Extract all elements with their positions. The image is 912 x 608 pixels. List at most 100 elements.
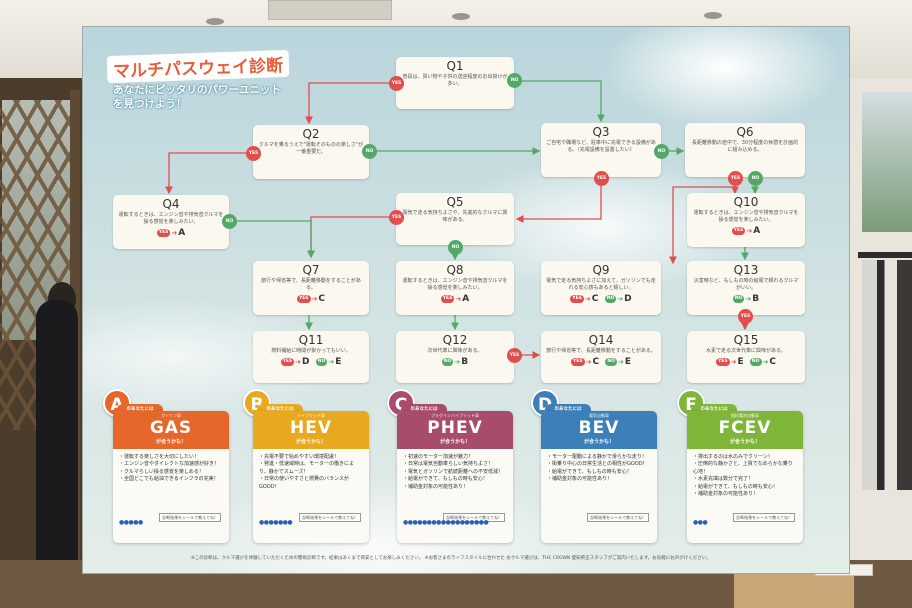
result-point: ・日常は電気自動車らしい気持ちよさ！ [403, 461, 494, 468]
result-point: ・街乗り中心の日常生活との相性がGOOD！ [547, 461, 648, 468]
question-outcome: NO➔B [441, 357, 469, 367]
sticker-label: 診断結果をシールで教えてね！ [733, 513, 795, 522]
result-point: ・電気とガソリンで航続距離への不安低減！ [403, 468, 504, 475]
outcome-letter: D [624, 294, 632, 304]
question-outcome: YES➔C [296, 294, 326, 304]
question-q9: Q9 電気で走る気持ちよさに加えて、ガソリンでも走れる安心感もあると嬉しい。 Y… [541, 261, 661, 315]
result-point: ・圧倒的な静かさと、上質でなめらかな乗り心地！ [693, 461, 793, 475]
yes-pill: YES [731, 226, 746, 235]
no-pill: NO [315, 357, 328, 366]
hanging-clothes [862, 260, 912, 490]
result-point: ・補助金対象の可能性あり！ [403, 483, 469, 490]
result-tag: プラグインハイブリッド車 [431, 413, 479, 418]
question-id: Q4 [162, 197, 180, 211]
outcome-letter: E [737, 357, 744, 367]
result-point: ・全国どこでも給油できるインフラの充実！ [119, 476, 219, 483]
question-q6: Q6 長距離移動の途中で、30分程度の休憩を計画的に組み込める。 [685, 123, 805, 177]
question-q4: Q4 運転するときは、エンジン音や排気音クルマを操る感覚を楽しみたい。 YES➔… [113, 195, 229, 249]
sticker-area: 診断結果をシールで教えてね！ [547, 513, 651, 535]
question-outcome: YES➔C NO➔D [570, 294, 632, 304]
question-id: Q1 [446, 59, 464, 73]
question-outcome: YES➔A [156, 228, 186, 238]
no-badge: NO [507, 73, 522, 88]
yes-pill: YES [156, 228, 171, 237]
question-outcome: YES➔A [440, 294, 470, 304]
question-text: 電気で走る気持ちよさや、先進的なクルマに興味がある。 [402, 210, 508, 223]
question-outcome: NO➔B [732, 294, 760, 304]
no-pill: NO [749, 357, 762, 366]
outcome-letter: A [462, 294, 470, 304]
result-subtitle: が合うかも！ [439, 439, 470, 445]
right-window [862, 92, 912, 232]
question-text: 旅行や帰省等で、長距離移動をすることがある。 [546, 348, 656, 354]
question-q15: Q15 水素で走る次世代車に興味がある。 YES➔E NO➔C [687, 331, 805, 383]
board-subtitle: あなたにピッタリのパワーユニットを見つけよう！ [113, 84, 281, 111]
question-id: Q13 [733, 263, 759, 277]
question-q7: Q7 旅行や帰省等で、長距離移動をすることがある。 YES➔C [253, 261, 369, 315]
question-text: 運転するときは、エンジン音や排気音クルマを操る感覚を楽しみたい。 [402, 278, 508, 291]
question-q8: Q8 運転するときは、エンジン音や排気音クルマを操る感覚を楽しみたい。 YES➔… [396, 261, 514, 315]
yes-badge: YES [507, 348, 522, 363]
question-q10: Q10 運転するときは、エンジン音や排気音クルマを操る感覚を楽しみたい。 YES… [687, 193, 805, 247]
yes-badge: YES [246, 146, 261, 161]
question-text: 長距離移動の途中で、30分程度の休憩を計画的に組み込める。 [691, 140, 799, 153]
result-point: ・初速のモーター加速が魅力！ [403, 454, 474, 460]
result-point: ・排出するのは水のみでクリーン！ [693, 454, 773, 460]
no-badge: NO [748, 171, 763, 186]
question-q14: Q14 旅行や帰省等で、長距離移動をすることがある。 YES➔C NO➔E [541, 331, 661, 383]
question-q5: Q5 電気で走る気持ちよさや、先進的なクルマに興味がある。 [396, 193, 514, 245]
sticker-dots: ●●●●●●● [259, 519, 293, 526]
result-name: PHEV [427, 418, 483, 438]
result-tag: ハイブリッド車 [297, 413, 325, 418]
question-id: Q7 [302, 263, 320, 277]
question-id: Q5 [446, 195, 464, 209]
question-id: Q8 [446, 263, 464, 277]
result-point: ・エンジン音やダイレクトな加速感が好き！ [119, 461, 220, 468]
yes-pill: YES [296, 294, 311, 303]
no-pill: NO [605, 357, 617, 366]
yes-pill: YES [571, 357, 585, 366]
question-text: 普段は、買い物や子供の送迎程度のお出掛けが多い。 [402, 74, 508, 87]
outcome-letter: A [753, 226, 761, 236]
outcome-letter: B [461, 357, 469, 367]
yes-badge: YES [594, 171, 609, 186]
result-points: ・運転する楽しさを大切にしたい！・エンジン音やダイレクトな加速感が好き！・クルマ… [113, 449, 229, 484]
ceiling-light [704, 12, 722, 19]
outcome-letter: A [178, 228, 186, 238]
board-footnote: ※この診断は、クルマ選びを体験していただくための簡易診断です。結果はあくまで目安… [191, 556, 711, 561]
sticker-dots: ●●●●●●●●●●●●●●●●●● [403, 519, 489, 526]
question-text: ご自宅や職場など、駐車中に充電できる設備がある。（充電設備を設置したい） [546, 140, 656, 153]
question-text: 運転するときは、エンジン音や排気音クルマを操る感覚を楽しみたい。 [693, 210, 799, 223]
result-point: ・補助金対象の可能性あり！ [693, 491, 759, 498]
sticker-area: 診断結果をシールで教えてね！●●●●●●●●●●●●●●●●●● [403, 513, 507, 535]
yes-pill: YES [280, 357, 295, 366]
question-outcome: YES➔C NO➔E [571, 357, 631, 367]
sticker-label: 診断結果をシールで教えてね！ [587, 513, 649, 522]
outcome-letter: E [335, 357, 342, 367]
result-point: ・水素充填は数分で完了！ [693, 476, 754, 483]
result-point: ・給電ができて、もしもの時も安心！ [403, 476, 488, 483]
yes-pill: YES [440, 294, 455, 303]
question-text: クルマを乗るうえで"運転そのものの楽しさ"が一番重要だ。 [258, 142, 364, 155]
result-point: ・日常の使いやすさと燃費のバランスがGOOD！ [259, 476, 349, 490]
question-id: Q14 [588, 333, 614, 347]
question-text: 水素で走る次世代車に興味がある。 [705, 348, 786, 354]
question-id: Q11 [298, 333, 324, 347]
question-q1: Q1 普段は、買い物や子供の送迎程度のお出掛けが多い。 [396, 57, 514, 109]
result-points: ・モーター駆動による静かで滑らかな走り！・街乗り中心の日常生活との相性がGOOD… [541, 449, 657, 484]
sticker-area: 診断結果をシールで教えてね！●●●●●●● [259, 513, 363, 535]
no-pill: NO [441, 357, 454, 366]
no-pill: NO [732, 294, 745, 303]
outcome-letter: E [624, 357, 631, 367]
question-text: 電気で走る気持ちよさに加えて、ガソリンでも走れる安心感もあると嬉しい。 [546, 278, 656, 291]
diagnosis-board: マルチパスウェイ診断 あなたにピッタリのパワーユニットを見つけよう！ Q1 普段… [82, 26, 850, 574]
result-name: HEV [290, 418, 332, 438]
question-id: Q12 [442, 333, 468, 347]
